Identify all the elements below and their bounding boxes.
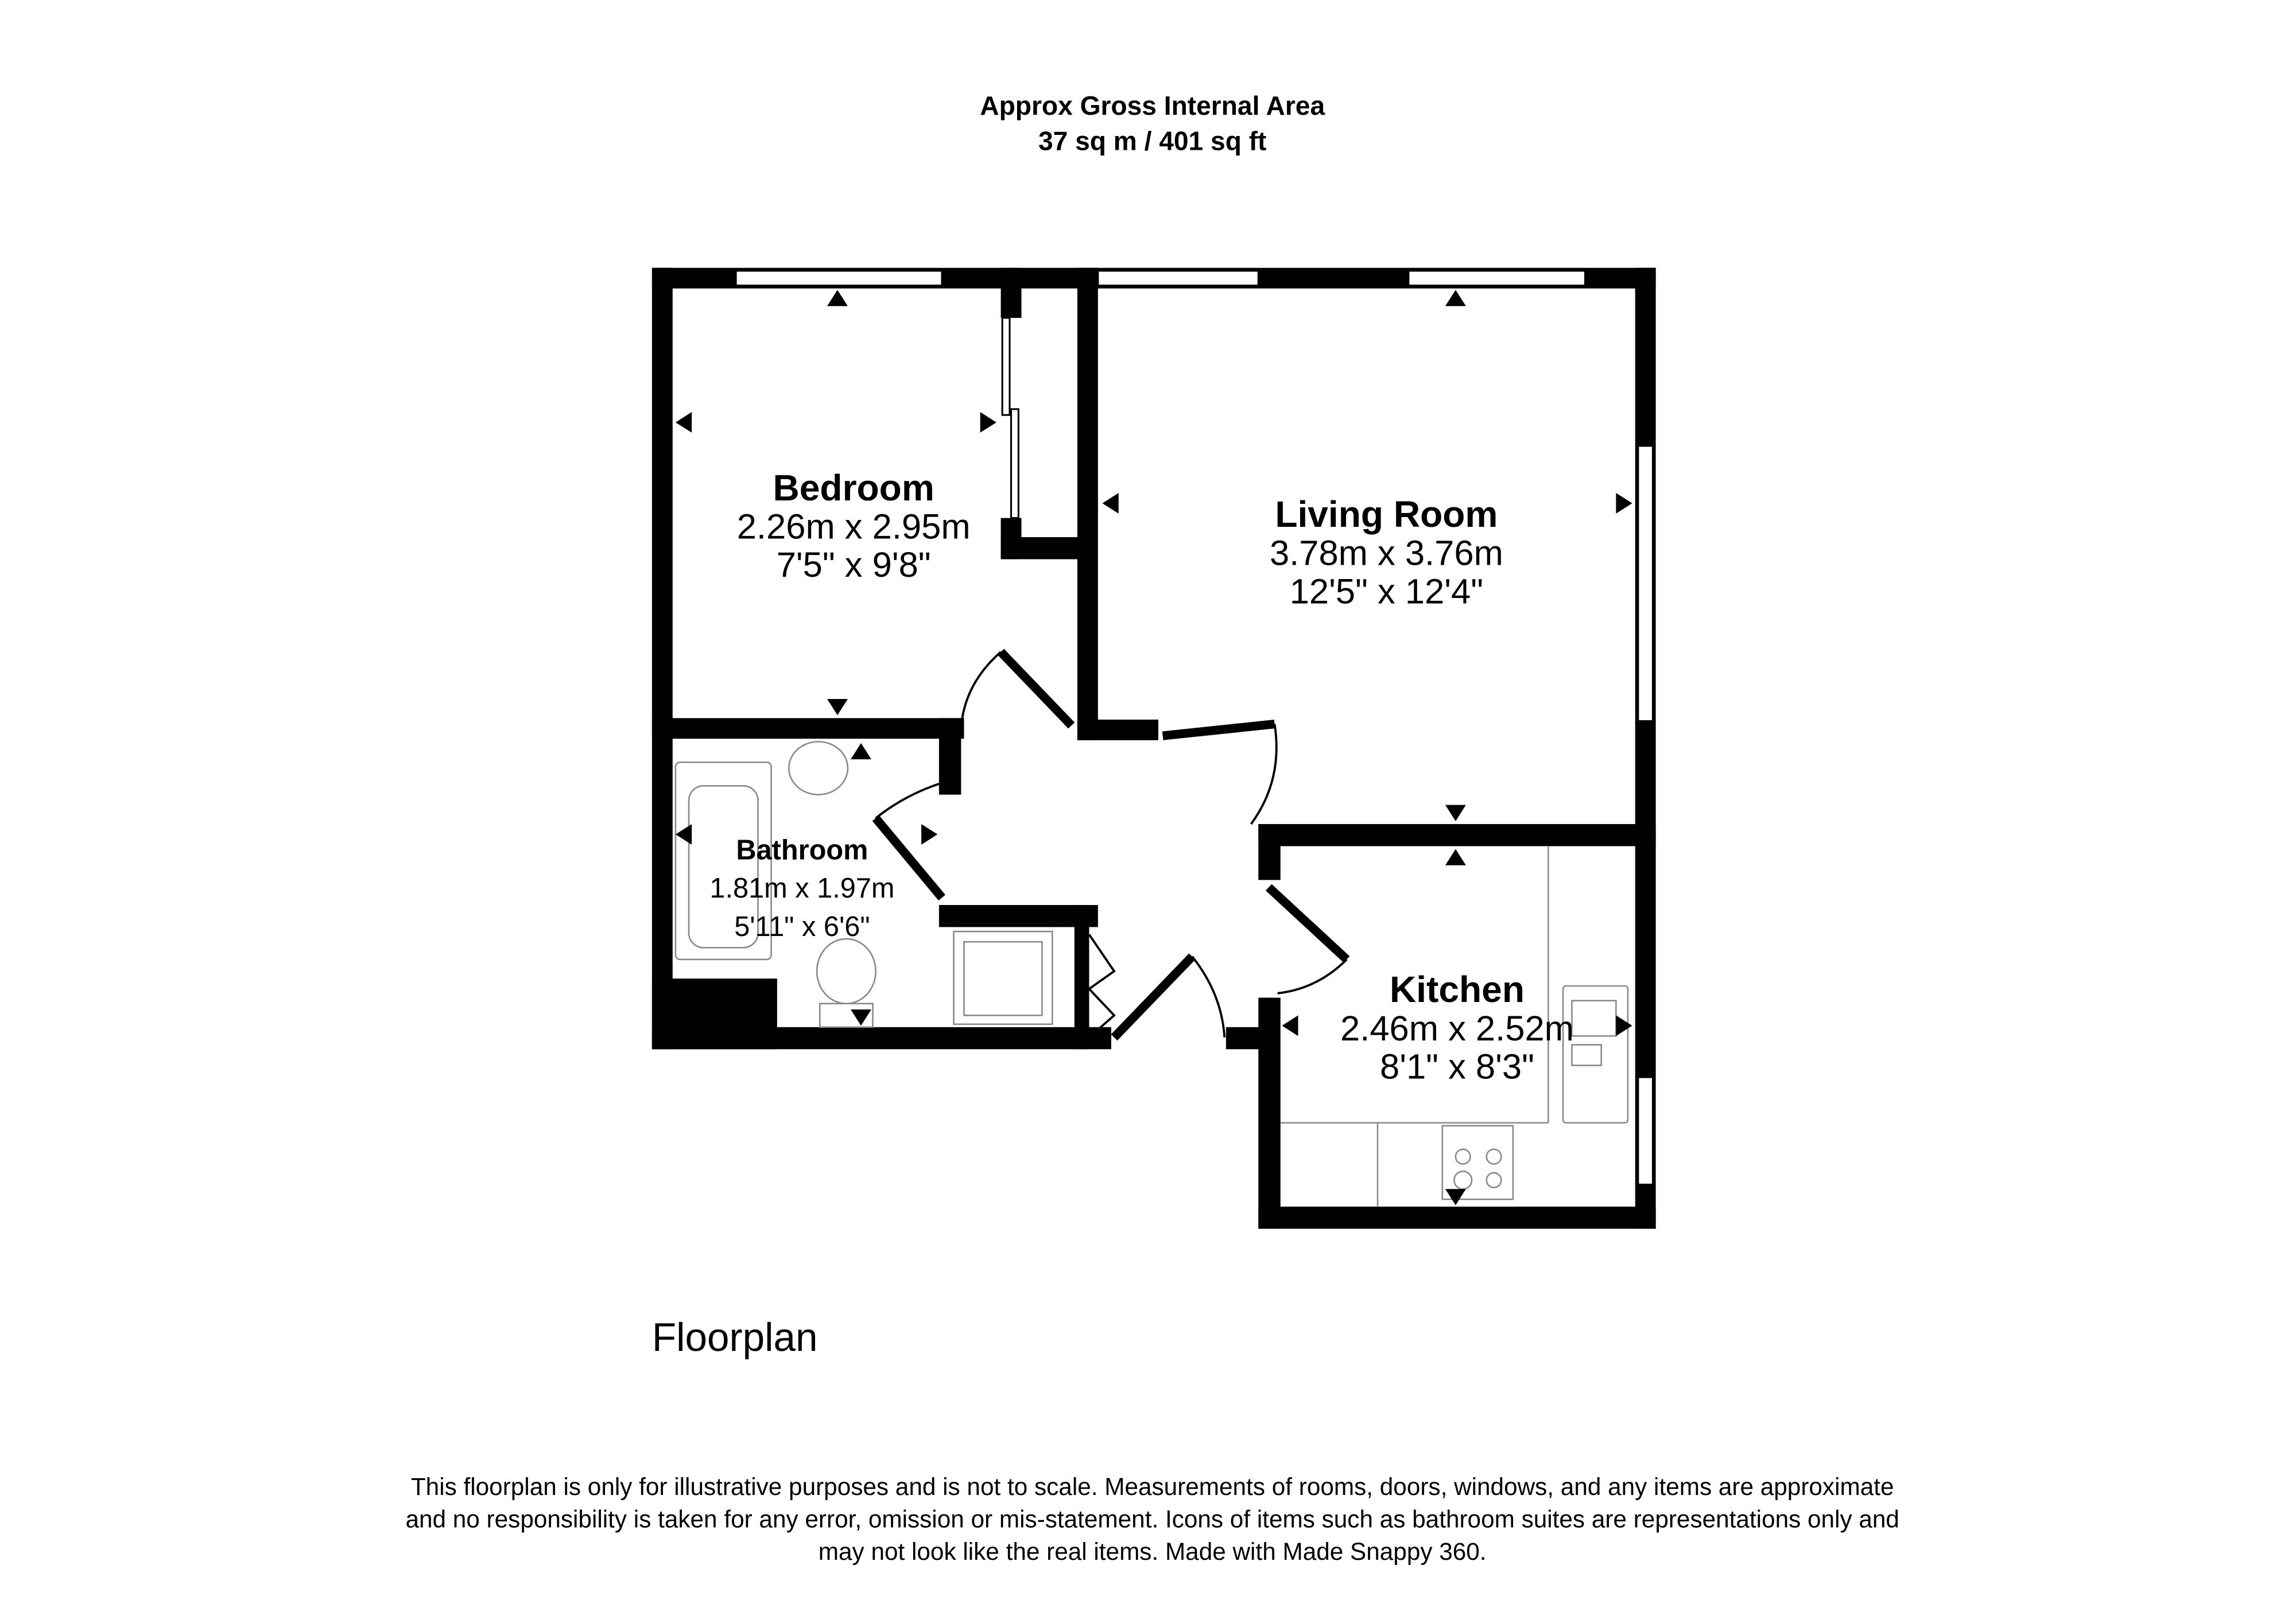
room-bathroom: Bathroom 1.81m x 1.97m 5'11" x 6'6" bbox=[709, 835, 894, 942]
room-imperial: 5'11" x 6'6" bbox=[734, 911, 870, 942]
area-title: Approx Gross Internal Area bbox=[980, 91, 1325, 121]
room-metric: 2.46m x 2.52m bbox=[1340, 1009, 1574, 1048]
room-metric: 3.78m x 3.76m bbox=[1270, 534, 1503, 573]
room-imperial: 8'1" x 8'3" bbox=[1380, 1047, 1534, 1087]
room-metric: 2.26m x 2.95m bbox=[737, 507, 971, 547]
dimension-arrows bbox=[675, 290, 1632, 1206]
windows bbox=[735, 270, 1654, 1186]
room-name: Kitchen bbox=[1390, 969, 1525, 1010]
room-kitchen: Kitchen 2.46m x 2.52m 8'1" x 8'3" bbox=[1340, 969, 1574, 1086]
room-bedroom: Bedroom 2.26m x 2.95m 7'5" x 9'8" bbox=[737, 467, 971, 585]
disclaimer-line: This floorplan is only for illustrative … bbox=[411, 1473, 1894, 1500]
disclaimer-line: may not look like the real items. Made w… bbox=[819, 1538, 1487, 1565]
fixtures bbox=[674, 741, 1629, 1207]
doors bbox=[872, 648, 1350, 1041]
room-name: Living Room bbox=[1275, 494, 1498, 535]
area-value: 37 sq m / 401 sq ft bbox=[1038, 126, 1266, 156]
room-imperial: 12'5" x 12'4" bbox=[1290, 572, 1483, 611]
room-living-room: Living Room 3.78m x 3.76m 12'5" x 12'4" bbox=[1270, 494, 1503, 611]
disclaimer-line: and no responsibility is taken for any e… bbox=[405, 1506, 1899, 1533]
floor-label: Floorplan bbox=[652, 1315, 818, 1360]
disclaimer: This floorplan is only for illustrative … bbox=[405, 1473, 1899, 1565]
room-imperial: 7'5" x 9'8" bbox=[777, 545, 931, 585]
walls bbox=[651, 267, 1656, 1229]
room-metric: 1.81m x 1.97m bbox=[709, 873, 894, 904]
room-name: Bathroom bbox=[736, 835, 868, 866]
room-name: Bedroom bbox=[773, 467, 934, 508]
